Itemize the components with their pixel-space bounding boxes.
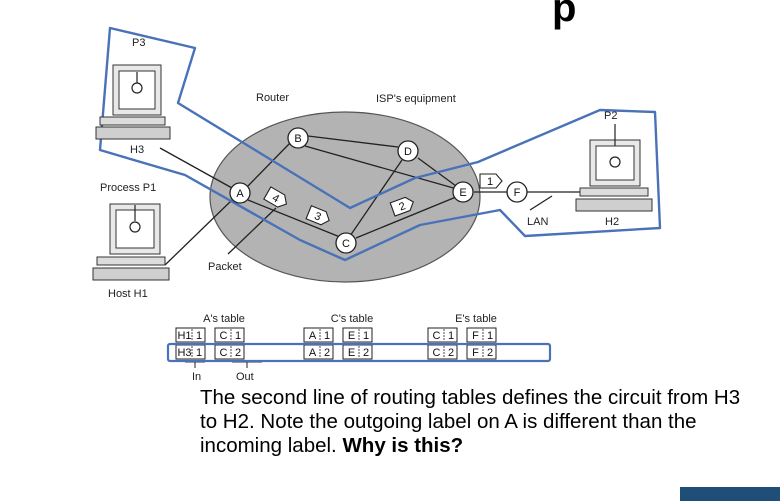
table-1-row-0-in-box (303, 327, 334, 343)
table-1-row-1-out-node: E (348, 347, 355, 359)
router-node-label-c: C (342, 238, 350, 250)
label-packet: Packet (208, 261, 242, 273)
link-d-c (349, 159, 403, 237)
table-2-row-1-in-node: C (433, 347, 441, 359)
packet-2: 2 (389, 196, 414, 217)
label-lan: LAN (527, 216, 548, 228)
table-2-row-0-in-box (427, 327, 458, 343)
table-2-row-1-out-val: 2 (487, 347, 493, 359)
table-0-row-0-out-box (214, 327, 245, 343)
computer-icon-h3 (95, 64, 171, 140)
label-h3: H3 (130, 144, 144, 156)
table-0-row-0-in-box (175, 327, 206, 343)
packet-shape (389, 196, 414, 217)
caption-text: The second line of routing tables define… (200, 386, 770, 458)
router-node-e (452, 181, 474, 203)
table-2-row-0-out-val: 1 (487, 330, 493, 342)
computer-icon-h1 (92, 203, 170, 281)
link-h3-a (159, 147, 233, 189)
packet-label: 1 (487, 176, 493, 188)
table-title-0: A's table (203, 313, 245, 325)
label-isp-equipment: ISP's equipment (376, 93, 456, 105)
table-2-row-0-out-box (466, 327, 497, 343)
isp-cloud (209, 111, 481, 283)
caption-line-3: incoming label. Why is this? (200, 434, 770, 458)
table-0-row-0-out-val: 1 (235, 330, 241, 342)
caption-line-1: The second line of routing tables define… (200, 386, 741, 409)
caption-line-2: to H2. Note the outgoing label on A is d… (200, 410, 697, 433)
packet-label: 3 (313, 210, 323, 223)
packet-shape (263, 186, 288, 208)
table-1-row-0-out-val: 1 (363, 330, 369, 342)
lan-pointer (529, 195, 553, 211)
link-a-b (247, 142, 291, 187)
table-2-row-1-out-node: F (472, 347, 479, 359)
table-0-row-1-out-node: C (220, 347, 228, 359)
link-c-e (355, 196, 457, 239)
table-1-row-0-out-node: E (348, 330, 355, 342)
table-2-row-0-out-node: F (472, 330, 479, 342)
packet-shape (305, 205, 330, 226)
table-0-row-0-in-node: H1 (177, 330, 191, 342)
router-node-label-e: E (459, 187, 466, 199)
packet-4: 4 (263, 186, 288, 208)
packet-label: 4 (270, 192, 281, 205)
table-1-row-1-in-node: A (309, 347, 317, 359)
packet-pointer (227, 207, 277, 255)
table-0-row-1-in-node: H3 (177, 347, 191, 359)
router-nodes: A B C D E F (229, 127, 528, 254)
table-1-row-1-out-val: 2 (363, 347, 369, 359)
router-node-d (397, 140, 419, 162)
packets: 4 3 2 1 (263, 173, 503, 226)
table-0-row-1-in-val: 1 (196, 347, 202, 359)
table-1-row-0-out-box (342, 327, 373, 343)
table-0-row-0-out-node: C (220, 330, 228, 342)
label-router: Router (256, 92, 289, 104)
label-p3: P3 (132, 37, 145, 49)
table-1-row-0-in-val: 1 (324, 330, 330, 342)
computer-icon-h2 (575, 124, 653, 212)
link-h1-a (164, 199, 233, 266)
table-0-row-0-in-val: 1 (196, 330, 202, 342)
router-node-b (287, 127, 309, 149)
table-2-row-0-in-val: 1 (448, 330, 454, 342)
packet-shape (479, 173, 503, 189)
router-node-f (506, 181, 528, 203)
label-p2: P2 (604, 110, 617, 122)
table-1-row-0-in-node: A (309, 330, 317, 342)
router-node-label-d: D (404, 146, 412, 158)
packet-1: 1 (479, 173, 503, 189)
table-2-row-0-in-node: C (433, 330, 441, 342)
table-1-row-1-in-val: 2 (324, 347, 330, 359)
packet-label: 2 (397, 200, 407, 213)
table-0-row-1-out-val: 2 (235, 347, 241, 359)
label-h2: H2 (605, 216, 619, 228)
router-node-label-b: B (294, 133, 301, 145)
caption-line-3-prefix: incoming label. (200, 434, 343, 457)
router-node-label-f: F (514, 187, 521, 199)
link-b-e (304, 145, 458, 190)
caption-question: Why is this? (342, 434, 464, 457)
label-out: Out (236, 371, 254, 383)
label-host-h1: Host H1 (108, 288, 148, 300)
router-node-c (335, 232, 357, 254)
table-title-2: E's table (455, 313, 497, 325)
link-a-c (247, 199, 341, 238)
label-in: In (192, 371, 201, 383)
table-2-row-1-in-val: 2 (448, 347, 454, 359)
link-b-d (307, 135, 399, 148)
packet-3: 3 (305, 205, 330, 226)
table-title-1: C's table (331, 313, 373, 325)
slide-corner-bar (680, 487, 780, 501)
slide-title-fragment: p (552, 0, 577, 30)
second-row-highlight (166, 342, 552, 363)
router-node-a (229, 182, 251, 204)
circuit-boundary (98, 26, 662, 262)
router-node-label-a: A (236, 188, 244, 200)
label-process-p1: Process P1 (100, 182, 156, 194)
